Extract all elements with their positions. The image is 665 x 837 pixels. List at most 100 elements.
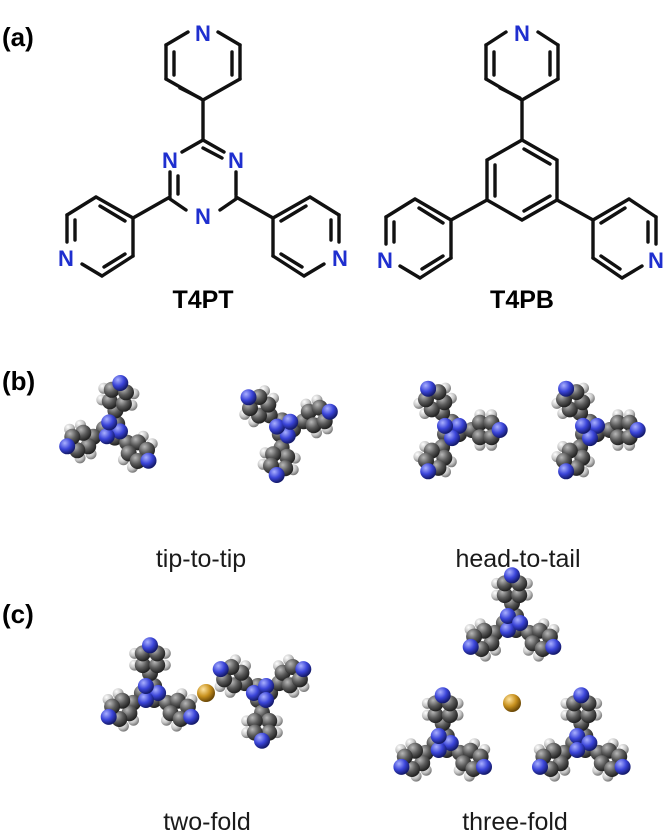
- t4pt-right-pyridine: N: [234, 195, 348, 278]
- nitrogen-atom: [142, 637, 158, 654]
- nitrogen-atom: [321, 403, 338, 420]
- carbon-atom: [471, 414, 488, 431]
- nitrogen-atom: [254, 732, 270, 749]
- tip-to-tip-molecule: [59, 375, 158, 473]
- nitrogen-atom: [393, 758, 410, 775]
- three-fold-molecule: [393, 687, 492, 782]
- nitrogen-label: N: [332, 246, 348, 271]
- nitrogen-atom: [504, 567, 520, 584]
- nitrogen-atom: [150, 685, 167, 701]
- nitrogen-atom: [462, 638, 479, 655]
- carbon-atom: [261, 712, 278, 729]
- nitrogen-atom: [59, 438, 76, 455]
- nitrogen-atom: [420, 380, 437, 397]
- caption-tip-to-tip: tip-to-tip: [156, 545, 246, 573]
- nitrogen-atom: [112, 375, 129, 391]
- space-filling-models: [59, 375, 646, 782]
- t4pb-left-pyridine: N: [377, 197, 489, 280]
- nitrogen-atom: [101, 414, 118, 431]
- nitrogen-atom: [282, 413, 299, 430]
- nitrogen-atom: [442, 735, 459, 751]
- nitrogen-atom: [212, 661, 229, 678]
- nitrogen-atom: [258, 692, 275, 708]
- nitrogen-atom: [258, 678, 275, 694]
- nitrogen-label: N: [58, 246, 74, 271]
- nitrogen-atom: [512, 615, 529, 631]
- carbon-atom: [496, 587, 513, 604]
- panel-label-a: (a): [2, 22, 34, 52]
- nitrogen-label: N: [195, 21, 211, 46]
- carbon-atom: [134, 657, 151, 674]
- metal-atom: [503, 694, 521, 712]
- molecule-name-t4pb: T4PB: [490, 286, 554, 314]
- nitrogen-atom: [430, 742, 447, 758]
- nitrogen-atom: [491, 422, 508, 438]
- caption-three-fold: three-fold: [462, 808, 568, 836]
- nitrogen-label: N: [514, 21, 530, 46]
- nitrogen-atom: [614, 758, 631, 775]
- nitrogen-atom: [240, 389, 257, 406]
- t4pt-top-pyridine: N: [164, 21, 242, 102]
- head-to-tail-molecule: [551, 380, 646, 480]
- nitrogen-atom: [295, 661, 312, 678]
- nitrogen-atom: [499, 622, 516, 638]
- nitrogen-atom: [532, 758, 548, 775]
- panel-label-b: (b): [2, 366, 35, 396]
- carbon-atom: [580, 707, 597, 724]
- nitrogen-atom: [569, 728, 586, 744]
- nitrogen-atom: [98, 428, 115, 445]
- nitrogen-atom: [140, 452, 157, 469]
- three-fold-molecule: [532, 687, 631, 782]
- carbon-atom: [427, 707, 444, 724]
- nitrogen-atom: [629, 422, 646, 438]
- nitrogen-atom: [476, 758, 492, 775]
- nitrogen-atom: [137, 692, 154, 708]
- metal-center: [197, 684, 215, 702]
- nitrogen-atom: [444, 430, 460, 447]
- two-fold-molecule: [212, 654, 312, 749]
- nitrogen-atom: [100, 708, 117, 725]
- nitrogen-atom: [112, 423, 128, 440]
- caption-two-fold: two-fold: [163, 808, 251, 836]
- nitrogen-atom: [279, 427, 296, 444]
- nitrogen-label: N: [648, 248, 664, 273]
- carbon-atom: [511, 587, 528, 604]
- t4pb-right-pyridine: N: [555, 197, 664, 280]
- nitrogen-atom: [589, 417, 605, 434]
- carbon-atom: [471, 429, 488, 446]
- t4pb-benzene-core: [485, 138, 559, 222]
- nitrogen-label: N: [228, 148, 244, 173]
- molecule-name-t4pt: T4PT: [172, 286, 233, 314]
- nitrogen-atom: [558, 380, 575, 397]
- nitrogen-atom: [269, 418, 285, 435]
- nitrogen-atom: [183, 708, 200, 725]
- nitrogen-atom: [430, 728, 447, 744]
- nitrogen-atom: [499, 608, 516, 624]
- nitrogen-label: N: [195, 204, 211, 229]
- carbon-atom: [609, 414, 626, 431]
- carbon-atom: [566, 707, 583, 724]
- t4pt-left-pyridine: N: [58, 195, 172, 278]
- three-fold-molecule: [462, 567, 562, 662]
- nitrogen-label: N: [377, 248, 393, 273]
- nitrogen-atom: [434, 687, 451, 704]
- t4pb-structure: N N: [377, 21, 664, 280]
- tip-to-tip-molecule: [239, 385, 338, 483]
- nitrogen-atom: [581, 735, 598, 751]
- nitrogen-atom: [137, 678, 154, 694]
- nitrogen-atom: [582, 430, 598, 447]
- nitrogen-atom: [558, 463, 575, 480]
- t4pt-structure: N N N N N: [58, 21, 348, 278]
- nitrogen-atom: [245, 685, 262, 701]
- t4pt-triazine-core: N N N: [162, 138, 244, 229]
- nitrogen-atom: [573, 687, 590, 704]
- nitrogen-atom: [451, 417, 467, 434]
- nitrogen-atom: [420, 463, 437, 480]
- metal-atom: [197, 684, 215, 702]
- metal-center: [503, 694, 521, 712]
- panel-label-c: (c): [2, 599, 34, 629]
- nitrogen-atom: [575, 417, 591, 434]
- carbon-atom: [609, 429, 626, 446]
- nitrogen-atom: [437, 417, 453, 434]
